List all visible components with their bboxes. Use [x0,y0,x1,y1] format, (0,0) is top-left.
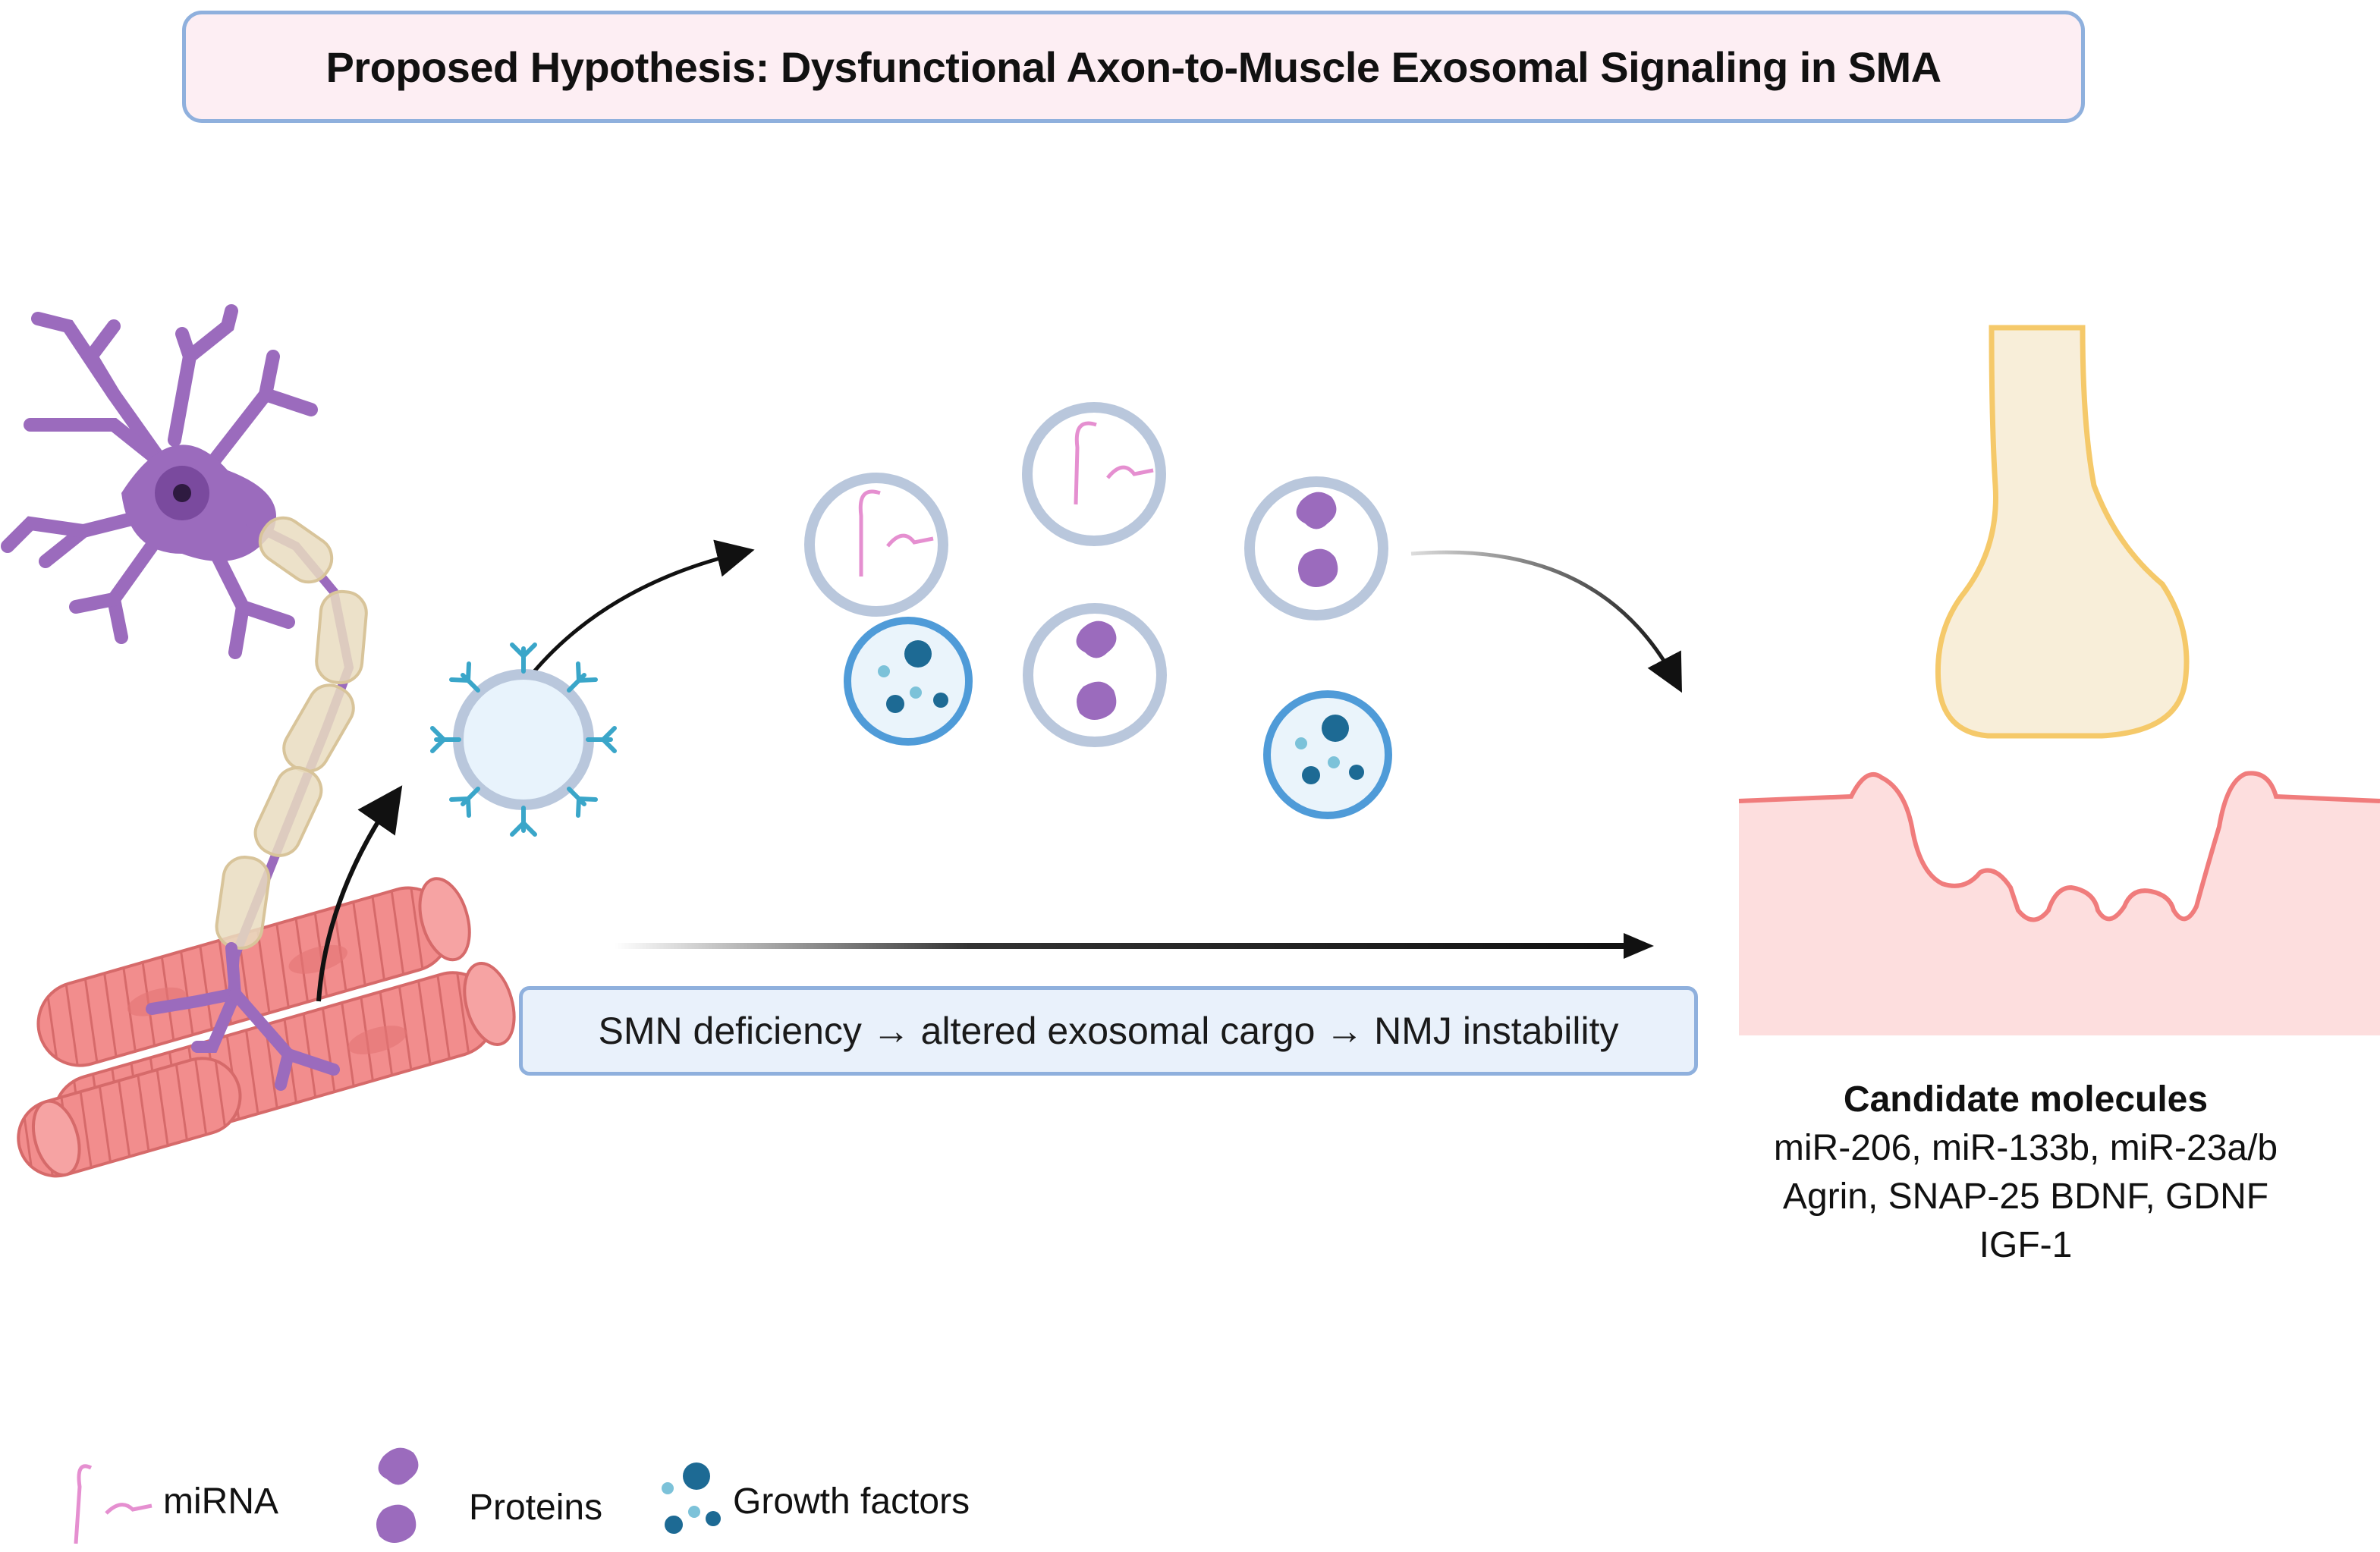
arrow-muscle-to-exosome [316,785,403,1002]
exosome [430,642,617,837]
motor-neuron [1,304,368,1091]
arrow-exosome-to-vesicles [530,539,755,677]
vesicle-growth-factor-2 [1263,690,1392,819]
legend-growth-factors-icon [662,1462,721,1534]
title-box: Proposed Hypothesis: Dysfunctional Axon-… [182,11,2085,123]
legend-mirna-icon [74,1464,152,1544]
candidates-line: Agrin, SNAP-25 BDNF, GDNF [1782,1177,2269,1217]
candidates-line: IGF-1 [1979,1225,2073,1265]
vesicle-growth-factor-1 [844,617,973,746]
neuromuscular-junction [1738,325,2380,1035]
neuron-nucleolus [173,484,191,502]
vesicle-protein-1 [1244,476,1388,620]
candidates-line: miR-206, miR-133b, miR-23a/b [1773,1128,2278,1168]
caption-box: SMN deficiency → altered exosomal cargo … [519,986,1698,1076]
diagram-title: Proposed Hypothesis: Dysfunctional Axon-… [325,42,1941,91]
vesicles [804,402,1392,819]
legend-proteins-icon [376,1447,419,1543]
legend-proteins-label: Proteins [469,1488,603,1528]
candidate-molecules: Candidate molecules miR-206, miR-133b, m… [1722,1076,2329,1270]
neuron-dendrites [1,304,318,659]
vesicle-protein-2 [1023,603,1167,747]
mechanism-caption: SMN deficiency → altered exosomal cargo … [598,1010,1619,1052]
arrow-vesicles-to-nmj [1410,550,1682,693]
legend-growth-factors-label: Growth factors [733,1481,970,1522]
muscle-surface [1739,773,2380,1035]
muscle-fiber-small [17,1057,242,1178]
axon-terminal-branches [146,942,340,1091]
vesicle-mirna-2 [1022,402,1166,546]
legend-mirna-label: miRNA [163,1481,278,1522]
myelin-sheaths [215,516,368,950]
muscle-surface-edge [1738,771,2380,922]
arrow-main-horizontal [615,933,1654,959]
axon-terminal-bouton [1935,325,2190,739]
vesicle-mirna-1 [804,473,948,617]
muscle-fibers [17,877,516,1178]
candidates-heading: Candidate molecules [1843,1079,2209,1120]
